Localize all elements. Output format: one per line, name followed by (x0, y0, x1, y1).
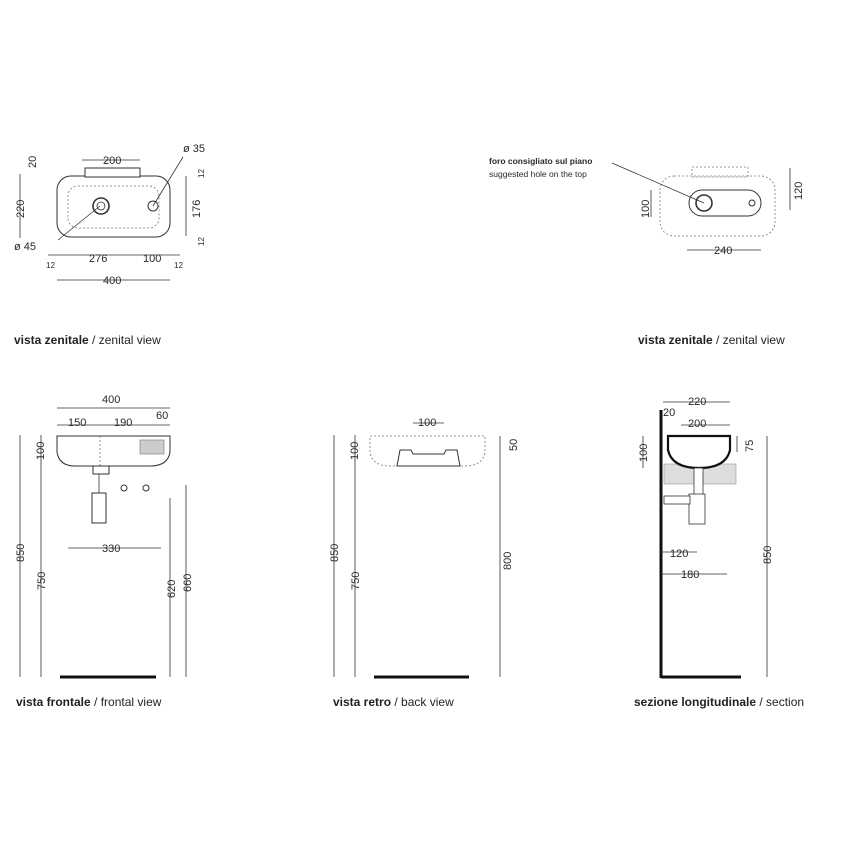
dim-12b: 12 (197, 237, 206, 246)
caption-bold: vista zenitale (638, 333, 713, 347)
waste-pipe (693, 467, 704, 497)
caption-bold: vista zenitale (14, 333, 89, 347)
caption-normal: zenital view (722, 333, 785, 347)
dim-660: 660 (182, 574, 194, 592)
caption-normal: zenital view (98, 333, 161, 347)
dim-60: 60 (156, 410, 168, 422)
deck-notch (84, 167, 141, 178)
caption-sep: / (756, 695, 767, 709)
caption-normal: back view (401, 695, 454, 709)
dim-100: 100 (143, 253, 161, 265)
hole-note-en: suggested hole on the top (489, 169, 587, 179)
dim-750: 750 (36, 572, 48, 590)
dim-200: 200 (688, 418, 706, 430)
dim-850: 850 (762, 546, 774, 564)
wall-pipe (663, 495, 691, 505)
dim-12c: 12 (46, 261, 55, 270)
dim-100-top: 100 (418, 417, 436, 429)
caption-frontal: vista frontale / frontal view (16, 695, 161, 709)
caption-bold: vista frontale (16, 695, 91, 709)
dim-120: 120 (793, 182, 805, 200)
dim-12d: 12 (174, 261, 183, 270)
dim-100: 100 (638, 444, 650, 462)
top-cutout (659, 175, 776, 237)
dim-dia35: ø 35 (183, 143, 205, 155)
dim-12a: 12 (197, 169, 206, 178)
connection-1 (120, 484, 128, 492)
caption-bold: vista retro (333, 695, 392, 709)
dim-190: 190 (114, 417, 132, 429)
back-view: 100 100 50 850 750 800 (329, 417, 520, 679)
basin-back (369, 435, 486, 467)
caption-sep: / (391, 695, 402, 709)
drain-inner (96, 201, 106, 211)
dim-180: 180 (681, 569, 699, 581)
dim-100: 100 (35, 442, 47, 460)
tap-body (139, 439, 165, 455)
dim-220: 220 (15, 200, 27, 218)
caption-sep: / (712, 333, 723, 347)
dim-400: 400 (103, 275, 121, 287)
dim-330: 330 (102, 543, 120, 555)
zenital-view-left: 200 ø 35 20 12 220 176 12 ø 45 12 276 10… (14, 143, 206, 287)
dim-750: 750 (350, 572, 362, 590)
dim-240: 240 (714, 245, 732, 257)
dim-850: 850 (329, 544, 341, 562)
back-recess (396, 449, 461, 467)
zenital-view-right: foro consigliato sul piano suggested hol… (489, 156, 805, 257)
dim-dia45: ø 45 (14, 241, 36, 253)
dim-20: 20 (663, 407, 675, 419)
dim-400: 400 (102, 394, 120, 406)
hole-note-it: foro consigliato sul piano (489, 156, 592, 166)
caption-back: vista retro / back view (333, 695, 454, 709)
tap-hole (748, 199, 756, 207)
dim-100: 100 (349, 442, 361, 460)
caption-section: sezione longitudinale / section (634, 695, 804, 709)
dim-200: 200 (103, 155, 121, 167)
dim-850: 850 (15, 544, 27, 562)
caption-normal: frontal view (100, 695, 162, 709)
siphon-trap (688, 493, 706, 525)
frontal-view: 400 150 190 60 100 850 750 330 620 660 (15, 394, 194, 679)
section-view: 220 20 200 100 75 120 180 850 (638, 396, 774, 679)
dim-620: 620 (166, 580, 178, 598)
dim-800: 800 (502, 552, 514, 570)
connection-2 (142, 484, 150, 492)
dim-120: 120 (670, 548, 688, 560)
dim-150: 150 (68, 417, 86, 429)
caption-normal: section (766, 695, 805, 709)
dim-176: 176 (191, 200, 203, 218)
siphon-body (91, 492, 107, 524)
dim-100: 100 (640, 200, 652, 218)
waste-pipe (92, 465, 110, 475)
dim-276: 276 (89, 253, 107, 265)
dim-220: 220 (688, 396, 706, 408)
dim-20: 20 (27, 156, 39, 168)
basin-bowl (67, 185, 160, 229)
dim-50: 50 (508, 439, 520, 451)
dim-75: 75 (744, 440, 756, 452)
caption-zenital-right: vista zenitale / zenital view (638, 333, 785, 347)
basin-section (666, 434, 732, 470)
deck-notch (691, 166, 749, 178)
caption-zenital-left: vista zenitale / zenital view (14, 333, 161, 347)
caption-bold: sezione longitudinale (634, 695, 757, 709)
caption-sep: / (88, 333, 99, 347)
caption-sep: / (90, 695, 101, 709)
